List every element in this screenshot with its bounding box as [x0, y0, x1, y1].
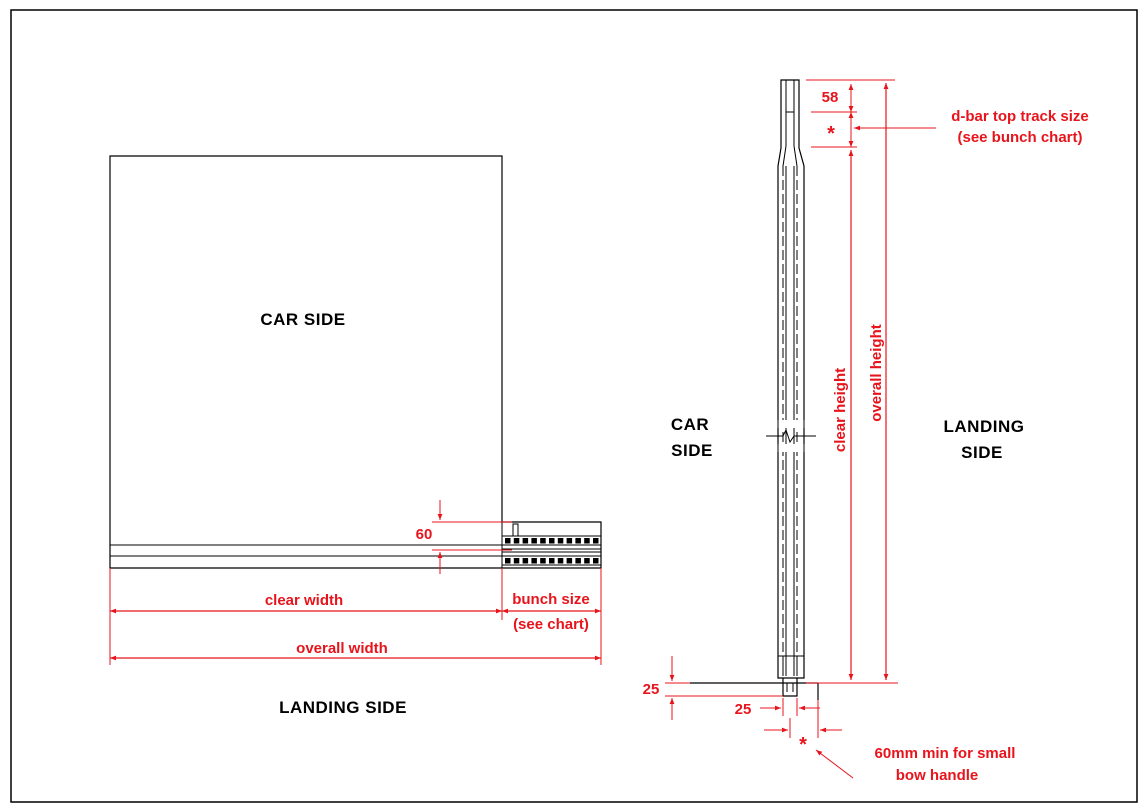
dimension-58: 58: [806, 79, 895, 148]
clear-height-label: clear height: [832, 368, 849, 452]
car-area-outline: [109, 155, 602, 569]
dimension-overall-width: overall width: [110, 640, 601, 661]
top-track: [777, 79, 805, 679]
bunch-cell: [575, 538, 581, 544]
handle-note-2: bow handle: [896, 767, 979, 784]
bunch-cell: [531, 558, 537, 564]
overall-height-label: overall height: [868, 324, 885, 422]
dimension-25-horizontal: 25: [735, 698, 820, 718]
sill-groove: [782, 678, 798, 697]
bunch-cell: [575, 558, 581, 564]
dim-60-label: 60: [416, 526, 433, 543]
bunch-cell: [505, 558, 511, 564]
dimension-clear-width: clear width: [110, 592, 502, 614]
gate-bunch: [501, 523, 602, 566]
plan-view: 60 clear width bunch size (see chart) ov…: [109, 155, 602, 717]
track-size-note-2: (see bunch chart): [957, 129, 1082, 146]
dim-25-horizontal-label: 25: [735, 701, 752, 718]
bunch-cell: [557, 558, 564, 564]
overall-width-label: overall width: [296, 640, 388, 657]
bunch-cell: [557, 538, 564, 544]
bunch-size-note: (see chart): [513, 616, 589, 633]
drawing-border: [10, 9, 1138, 803]
bunch-cell: [540, 538, 546, 544]
handle-clearance-asterisk: *: [799, 734, 807, 756]
section-landing-side-label: LANDING: [944, 417, 1025, 436]
bunch-cell: [566, 558, 573, 564]
bunch-cell: [584, 558, 590, 564]
section-landing-side-label-2: SIDE: [961, 443, 1003, 462]
section-car-side-label-2: SIDE: [671, 441, 713, 460]
bunch-cell: [566, 538, 573, 544]
bunch-cell: [505, 538, 511, 544]
bunch-size-label: bunch size: [512, 591, 590, 608]
dimension-clear-height: clear height: [832, 150, 854, 680]
bunch-cell: [593, 558, 599, 564]
dimension-handle-clearance: * 60mm min for small bow handle: [764, 700, 1015, 784]
dimension-bunch-size: bunch size (see chart): [502, 591, 601, 633]
landing-side-label: LANDING SIDE: [279, 698, 407, 717]
bunch-cell: [540, 558, 546, 564]
track-size-asterisk: *: [827, 123, 835, 145]
track-size-note: d-bar top track size: [951, 108, 1089, 125]
bunch-cell: [513, 538, 520, 544]
section-view: 58 * d-bar top track size (see bunch cha…: [643, 79, 1089, 784]
handle-note: 60mm min for small: [875, 745, 1016, 762]
bunch-cell: [522, 558, 529, 564]
break-symbol: [766, 428, 816, 444]
dimension-25-vertical: 25: [643, 656, 783, 720]
bunch-cell: [549, 558, 555, 564]
dimension-60: 60: [416, 500, 512, 574]
bunch-cell: [513, 558, 520, 564]
car-side-label: CAR SIDE: [260, 310, 345, 329]
dimension-track-size: * d-bar top track size (see bunch chart): [827, 108, 1089, 147]
clear-width-label: clear width: [265, 592, 343, 609]
dimension-overall-height: overall height: [806, 83, 898, 684]
bunch-cell: [584, 538, 590, 544]
bunch-cell: [549, 538, 555, 544]
bunch-cell: [522, 538, 529, 544]
bunch-cell: [531, 538, 537, 544]
bunch-cell: [593, 538, 599, 544]
dim-58-label: 58: [822, 89, 839, 106]
dim-25-vertical-label: 25: [643, 681, 660, 698]
section-car-side-label: CAR: [671, 415, 709, 434]
